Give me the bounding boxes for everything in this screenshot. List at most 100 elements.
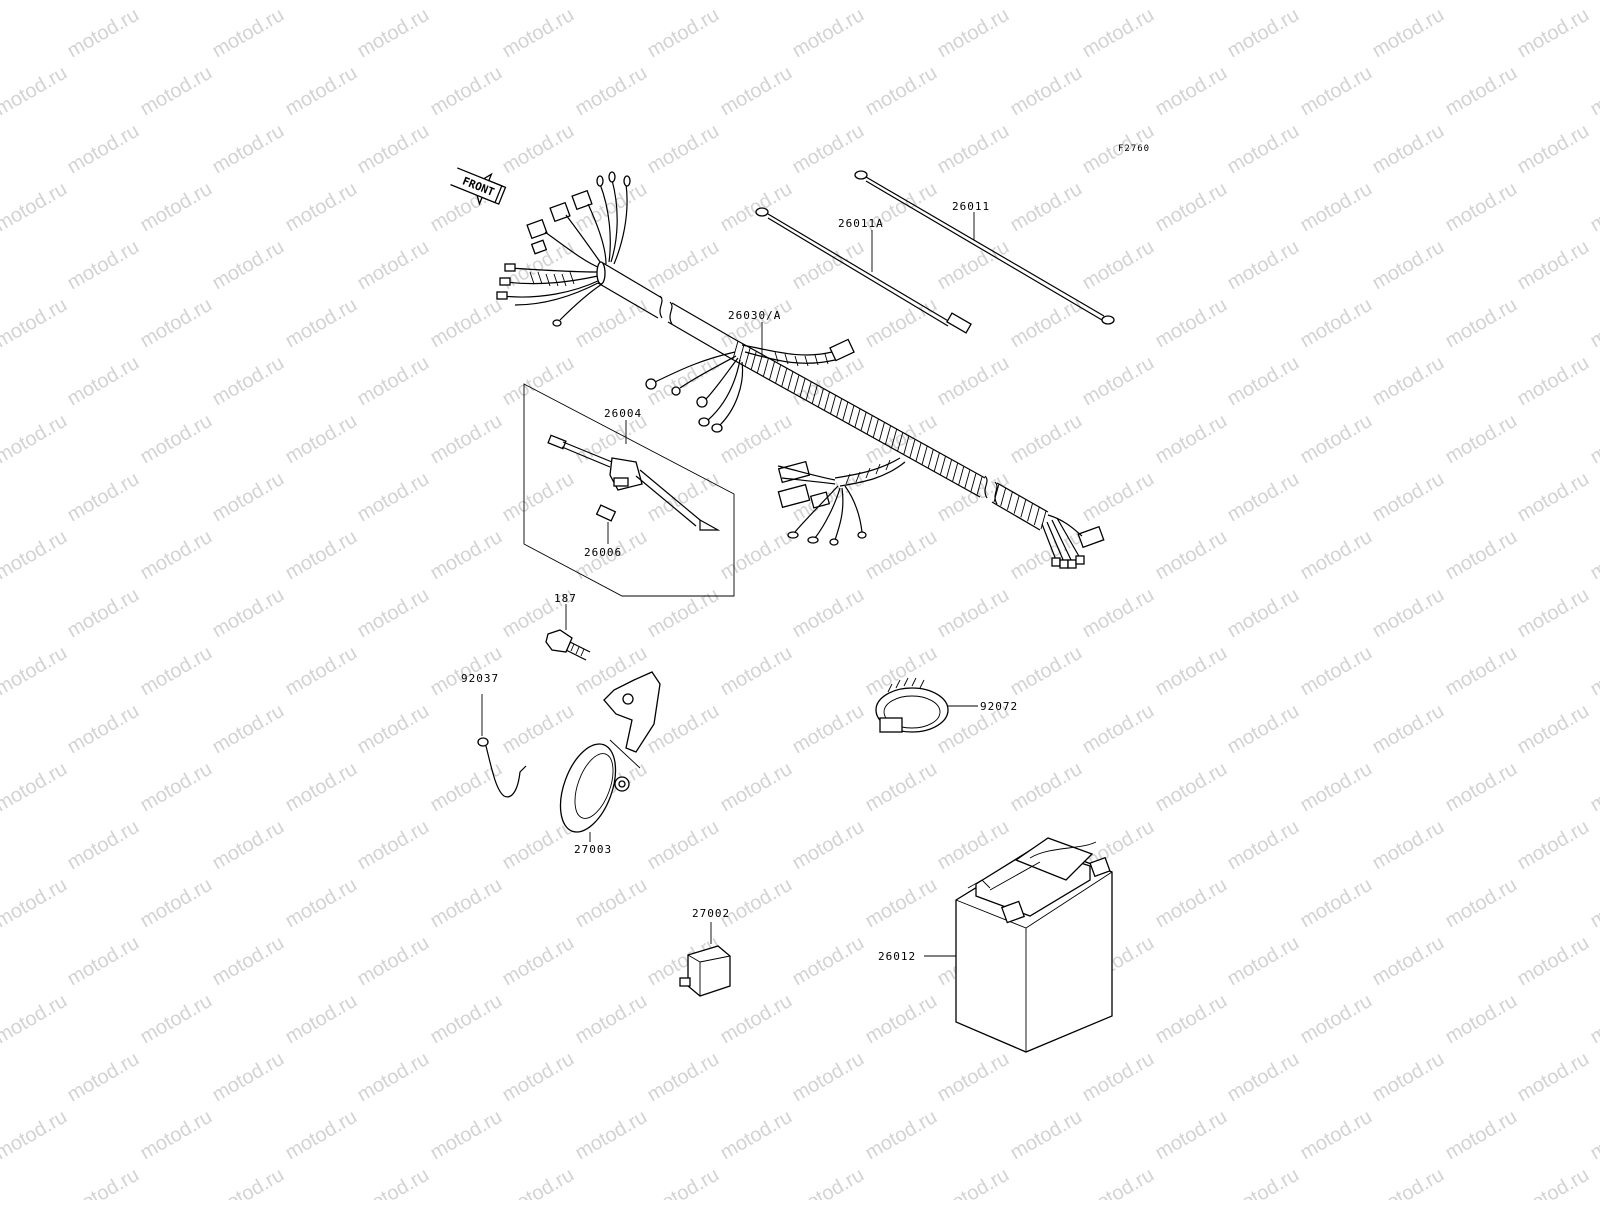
watermark-text: motod.ru <box>427 410 506 469</box>
wrap-rib <box>843 402 848 420</box>
watermark-text: motod.ru <box>789 120 868 179</box>
watermark-text: motod.ru <box>1224 1164 1303 1200</box>
watermark-text: motod.ru <box>644 1164 723 1200</box>
watermark-text: motod.ru <box>282 294 361 353</box>
watermark-text: motod.ru <box>1297 62 1376 121</box>
label-92072: 92072 <box>980 700 1018 713</box>
watermark-text: motod.ru <box>1514 584 1593 643</box>
watermark-text: motod.ru <box>1442 874 1521 933</box>
watermark-text: motod.ru <box>572 62 651 121</box>
watermark-text: motod.ru <box>1152 1106 1231 1165</box>
watermark-text: motod.ru <box>209 236 288 295</box>
watermark-text: motod.ru <box>427 874 506 933</box>
watermark-text: motod.ru <box>499 352 578 411</box>
watermark-text: motod.ru <box>499 1048 578 1107</box>
wrap-rib <box>1021 499 1026 517</box>
watermark-text: motod.ru <box>1442 642 1521 701</box>
watermark-text: motod.ru <box>1079 236 1158 295</box>
label-26012: 26012 <box>878 950 916 963</box>
watermark-text: motod.ru <box>1514 700 1593 759</box>
watermark-text: motod.ru <box>1079 1048 1158 1107</box>
watermark-text: motod.ru <box>1152 294 1231 353</box>
watermark-text: motod.ru <box>427 990 506 1049</box>
watermark-text: motod.ru <box>282 0 361 4</box>
watermark-text: motod.ru <box>1514 816 1593 875</box>
watermark-text: motod.ru <box>1442 294 1521 353</box>
figure-code: F2760 <box>1118 144 1150 154</box>
watermark-text: motod.ru <box>137 990 216 1049</box>
watermark-text: motod.ru <box>789 1164 868 1200</box>
watermark-text: motod.ru <box>0 410 71 469</box>
watermark-text: motod.ru <box>209 120 288 179</box>
watermark-text: motod.ru <box>717 0 796 4</box>
watermark-text: motod.ru <box>1079 584 1158 643</box>
watermark-text: motod.ru <box>1079 4 1158 63</box>
watermark-text: motod.ru <box>499 1164 578 1200</box>
watermark-text: motod.ru <box>1152 178 1231 237</box>
wrap-rib <box>953 463 958 481</box>
watermark-text: motod.ru <box>64 816 143 875</box>
watermark-text: motod.ru <box>282 874 361 933</box>
watermark-text: motod.ru <box>1587 990 1600 1049</box>
watermark-text: motod.ru <box>1224 236 1303 295</box>
wrap-rib <box>831 395 836 413</box>
watermark-text: motod.ru <box>282 990 361 1049</box>
watermark-text: motod.ru <box>137 526 216 585</box>
watermark-text: motod.ru <box>354 120 433 179</box>
wrap-rib <box>916 443 921 461</box>
watermark-text: motod.ru <box>354 468 433 527</box>
watermark-text: motod.ru <box>789 584 868 643</box>
wrap-rib <box>934 453 939 471</box>
watermark-text: motod.ru <box>137 178 216 237</box>
watermark-text: motod.ru <box>572 0 651 4</box>
wrap-rib <box>757 355 762 373</box>
watermark-text: motod.ru <box>1224 468 1303 527</box>
watermark-text: motod.ru <box>1297 758 1376 817</box>
wrap-rib <box>1014 496 1019 514</box>
watermark-text: motod.ru <box>717 990 796 1049</box>
wrap-rib <box>782 368 787 386</box>
watermark-text: motod.ru <box>282 410 361 469</box>
watermark-text: motod.ru <box>427 526 506 585</box>
wrap-rib <box>873 419 878 437</box>
watermark-text: motod.ru <box>427 1106 506 1165</box>
watermark-text: motod.ru <box>1587 62 1600 121</box>
wrap-rib <box>965 470 970 488</box>
watermark-text: motod.ru <box>1369 1164 1448 1200</box>
watermark-text: motod.ru <box>934 1164 1013 1200</box>
wrap-rib <box>959 467 964 485</box>
watermark-text: motod.ru <box>1297 0 1376 4</box>
watermark-text: motod.ru <box>0 62 71 121</box>
watermark-text: motod.ru <box>1442 990 1521 1049</box>
watermark-text: motod.ru <box>1514 236 1593 295</box>
watermark-text: motod.ru <box>862 990 941 1049</box>
watermark-text: motod.ru <box>1007 1106 1086 1165</box>
watermark-text: motod.ru <box>1079 352 1158 411</box>
watermark-text: motod.ru <box>64 120 143 179</box>
label-26004: 26004 <box>604 407 642 420</box>
watermark-text: motod.ru <box>209 468 288 527</box>
watermark-text: motod.ru <box>572 1106 651 1165</box>
wrap-rib <box>776 365 781 383</box>
watermark-text: motod.ru <box>1152 62 1231 121</box>
watermark-text: motod.ru <box>1587 758 1600 817</box>
watermark-text: motod.ru <box>64 1164 143 1200</box>
watermark-text: motod.ru <box>282 62 361 121</box>
watermark-text: motod.ru <box>1224 932 1303 991</box>
watermark-text: motod.ru <box>499 932 578 991</box>
watermark-text: motod.ru <box>354 1164 433 1200</box>
watermark-text: motod.ru <box>934 4 1013 63</box>
watermark-text: motod.ru <box>1514 932 1593 991</box>
watermark-text: motod.ru <box>1007 410 1086 469</box>
watermark-text: motod.ru <box>1079 468 1158 527</box>
watermark-text: motod.ru <box>0 874 71 933</box>
wrap-rib <box>861 412 866 430</box>
wrap-rib <box>770 361 775 379</box>
wrap-rib <box>739 344 744 362</box>
watermark-text: motod.ru <box>1442 1106 1521 1165</box>
wrap-rib <box>922 446 927 464</box>
watermark-text: motod.ru <box>862 294 941 353</box>
watermark-text: motod.ru <box>0 294 71 353</box>
watermark-text: motod.ru <box>1007 62 1086 121</box>
watermark-text: motod.ru <box>427 62 506 121</box>
